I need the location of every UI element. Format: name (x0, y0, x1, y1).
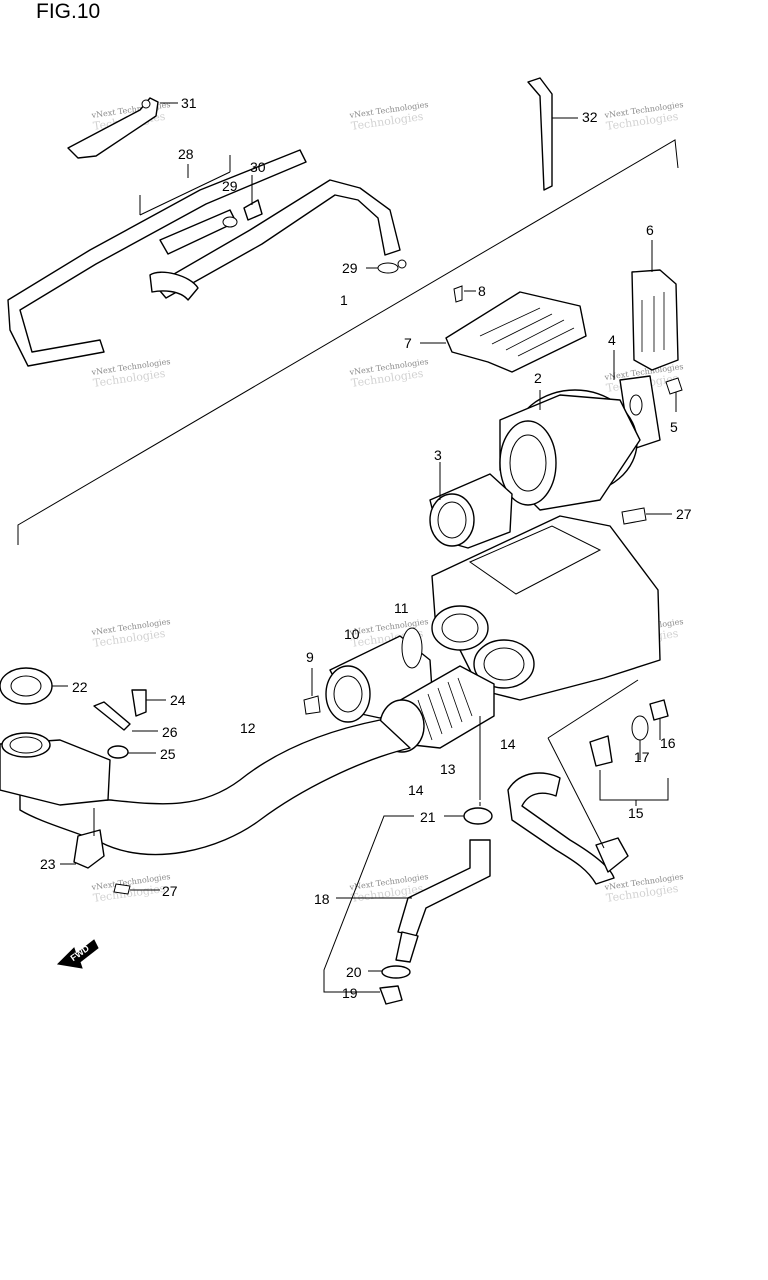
callout-18: 18 (314, 891, 330, 907)
clamp-26 (93, 701, 158, 732)
clip-21 (444, 807, 493, 825)
clip-assembly-6 (631, 240, 679, 371)
callout-30: 30 (250, 159, 266, 175)
callout-4: 4 (608, 332, 616, 348)
callout-29-upper: 29 (222, 178, 238, 194)
watermark: vNext Technologies Technologies (90, 357, 171, 390)
hose-assembly-15 (507, 679, 669, 885)
callout-13: 13 (440, 761, 456, 777)
bracket-23 (60, 808, 160, 895)
callout-3: 3 (434, 447, 442, 463)
watermark: vNext Technologies Technologies (90, 617, 171, 650)
air-cleaner-cover-7 (420, 285, 587, 373)
callout-20: 20 (346, 964, 362, 980)
callout-7: 7 (404, 335, 412, 351)
seal-ring-22 (0, 667, 68, 705)
filter-inner-element-3 (429, 462, 513, 549)
watermark: vNext Technologies Technologies (348, 357, 429, 390)
callout-22: 22 (72, 679, 88, 695)
callout-15: 15 (628, 805, 644, 821)
callout-labels: 31 32 28 30 29 29 6 8 1 7 4 2 5 3 27 11 … (40, 95, 692, 1001)
callout-10: 10 (344, 626, 360, 642)
callout-14-right: 14 (500, 736, 516, 752)
cable-tie-32 (527, 77, 578, 191)
drain-hose-18 (336, 839, 491, 963)
callout-1: 1 (340, 292, 348, 308)
plug-19 (362, 985, 403, 1005)
air-filter-element-2 (499, 389, 641, 511)
callout-17: 17 (634, 749, 650, 765)
watermark: vNext Technologies Technologies (348, 100, 429, 133)
bracket-31 (67, 97, 178, 159)
callout-23: 23 (40, 856, 56, 872)
washer-25 (107, 745, 156, 759)
callout-11: 11 (394, 600, 409, 616)
watermark: vNext Technologies Technologies (90, 872, 171, 905)
watermark: vNext Technologies Technologies (603, 872, 684, 905)
callout-2: 2 (534, 370, 542, 386)
figure-title: FIG.10 (36, 0, 101, 23)
callout-24: 24 (170, 692, 186, 708)
callout-29-lower: 29 (342, 260, 358, 276)
callout-5: 5 (670, 419, 678, 435)
watermark: vNext Technologies Technologies (603, 100, 684, 133)
callout-26: 26 (162, 724, 178, 740)
callout-27-upper: 27 (676, 506, 692, 522)
callout-25: 25 (160, 746, 176, 762)
callout-31: 31 (181, 95, 197, 111)
callout-27-lower: 27 (162, 883, 178, 899)
assembly-boundary (17, 139, 679, 545)
callout-12: 12 (240, 720, 256, 736)
callout-21: 21 (420, 809, 436, 825)
callout-16: 16 (660, 735, 676, 751)
intake-tube-12 (0, 719, 411, 856)
callout-6: 6 (646, 222, 654, 238)
bracket-line-18-21 (323, 815, 414, 993)
callout-28: 28 (178, 146, 194, 162)
air-cleaner-case (431, 507, 672, 701)
forward-arrow: FWD (56, 939, 99, 969)
callout-9: 9 (306, 649, 314, 665)
breather-hose-assembly (7, 149, 407, 367)
callout-19: 19 (342, 985, 358, 1001)
o-ring-20 (368, 965, 411, 979)
callout-14-left: 14 (408, 782, 424, 798)
callout-32: 32 (582, 109, 598, 125)
callout-8: 8 (478, 283, 486, 299)
bolt-24 (131, 689, 166, 717)
